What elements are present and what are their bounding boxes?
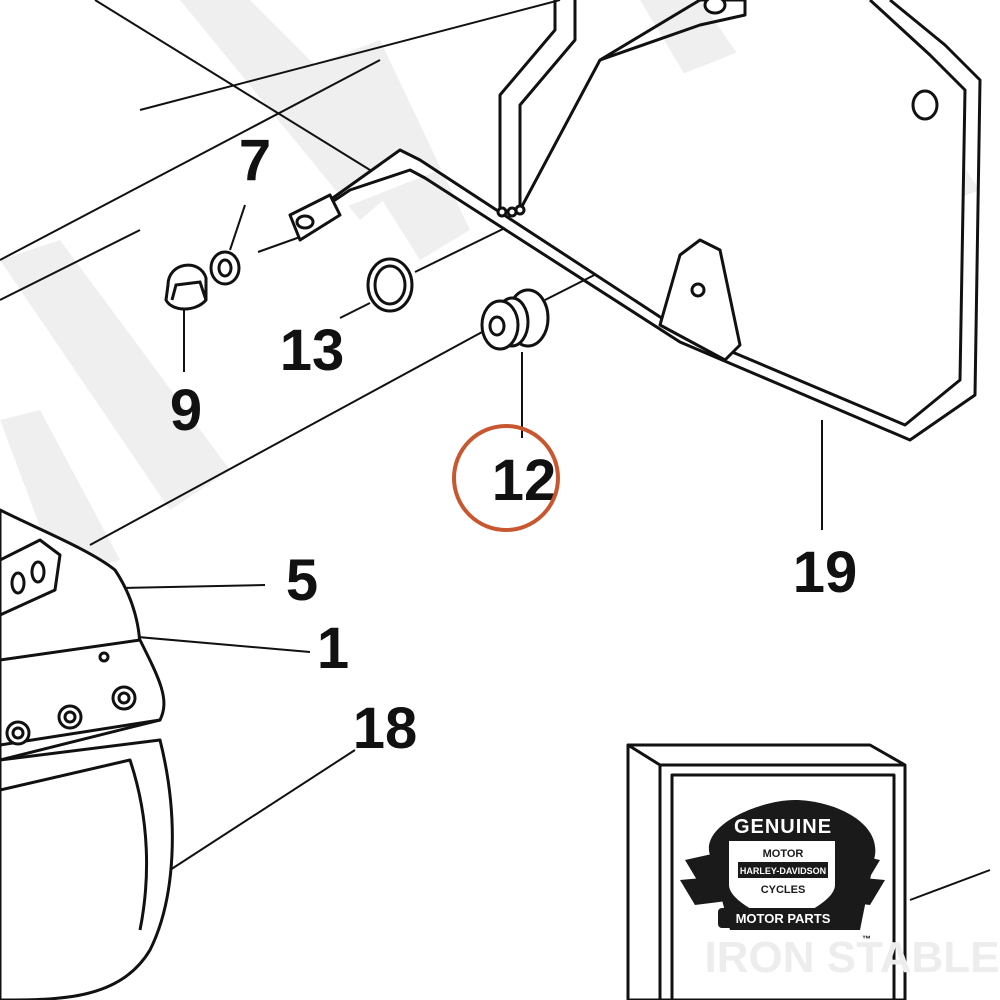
- callout-5: 5: [286, 548, 318, 613]
- mounting-rail-part: [288, 0, 982, 442]
- callout-9: 9: [170, 378, 202, 443]
- spacer-grommet-part: [480, 288, 550, 351]
- logo-shield-line2: HARLEY-DAVIDSON: [740, 866, 826, 876]
- callout-labels: 7 9 13 12 19 5 1 18: [170, 128, 857, 761]
- callout-18: 18: [353, 696, 418, 761]
- logo-shield-line1: MOTOR: [763, 848, 804, 860]
- acorn-nut-part: [164, 263, 208, 311]
- callout-1: 1: [317, 616, 349, 681]
- callout-13: 13: [280, 318, 345, 383]
- saddlebag-part: [0, 508, 174, 1000]
- logo-tm: ™: [862, 934, 871, 944]
- retaining-ring-part: [366, 257, 414, 313]
- callout-19: 19: [793, 540, 858, 605]
- callout-7: 7: [239, 128, 271, 193]
- watermark-text: IRON STABLE: [705, 933, 1000, 982]
- highlight-circle: [452, 424, 560, 532]
- logo-shield-line3: CYCLES: [761, 884, 806, 896]
- logo-top-word: GENUINE: [734, 816, 832, 838]
- callout-12: 12: [492, 448, 557, 513]
- genuine-motor-parts-logo: GENUINE MOTOR HARLEY-DAVIDSON CYCLES MOT…: [680, 800, 885, 944]
- logo-banner: MOTOR PARTS: [736, 911, 831, 926]
- washer-part: [209, 250, 241, 286]
